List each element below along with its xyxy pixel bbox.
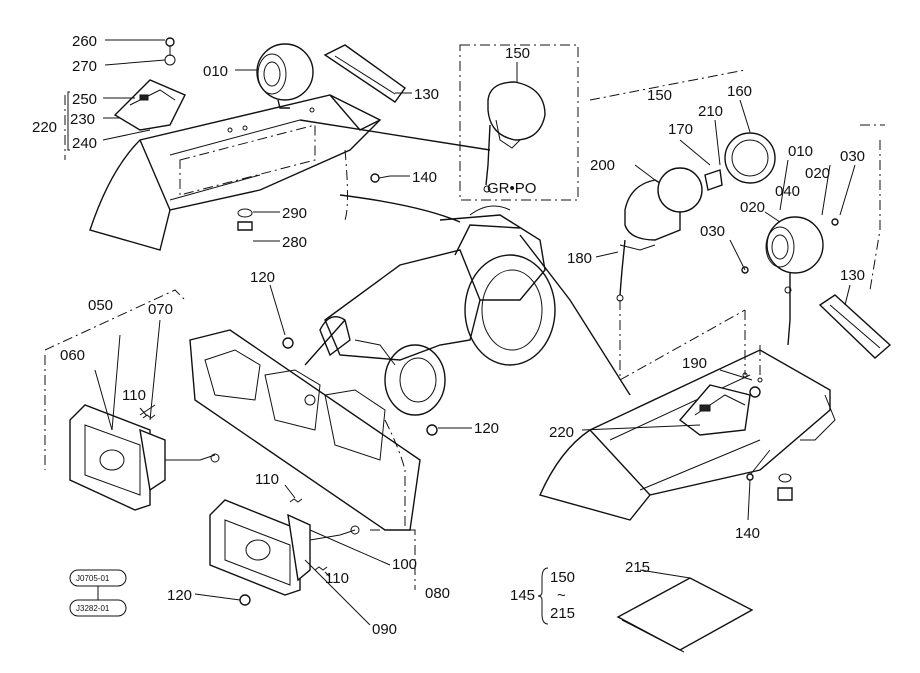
label-170: 170 bbox=[668, 121, 693, 138]
dashdot-right-box bbox=[589, 69, 885, 381]
label-110-middle: 110 bbox=[255, 471, 279, 488]
label-150-grpo: 150 bbox=[505, 45, 530, 62]
reflector-130-upper bbox=[323, 44, 406, 103]
left-fender-assembly bbox=[89, 94, 382, 251]
label-145: 145 bbox=[510, 587, 535, 604]
label-050: 050 bbox=[88, 297, 113, 314]
label-grpo: GR•PO bbox=[487, 180, 536, 197]
label-010-right: 010 bbox=[788, 143, 813, 160]
connection-arrows bbox=[299, 119, 631, 396]
label-200: 200 bbox=[590, 157, 615, 174]
label-120-top: 120 bbox=[250, 269, 275, 286]
label-020-upper: 020 bbox=[805, 165, 830, 182]
part-labels: 260 270 010 130 150 250 230 220 240 140 … bbox=[32, 33, 865, 638]
label-190: 190 bbox=[682, 355, 707, 372]
label-070: 070 bbox=[148, 301, 173, 318]
leader-lines bbox=[94, 39, 856, 626]
reference-codes bbox=[69, 569, 127, 617]
label-220-upper: 220 bbox=[32, 119, 57, 136]
grpo-inset bbox=[459, 44, 579, 201]
label-180: 180 bbox=[567, 250, 592, 267]
label-020-lower: 020 bbox=[740, 199, 765, 216]
label-230: 230 bbox=[70, 111, 95, 128]
lamp-010-right bbox=[741, 216, 839, 346]
label-260: 260 bbox=[72, 33, 97, 50]
label-150-right: 150 bbox=[647, 87, 672, 104]
label-250: 250 bbox=[72, 91, 97, 108]
dashdot-left-box bbox=[44, 95, 416, 590]
manual-215 bbox=[616, 577, 754, 653]
lamp-220-right bbox=[678, 384, 761, 436]
screws-120 bbox=[239, 337, 438, 606]
label-215-manual: 215 bbox=[625, 559, 650, 576]
label-110-lower: 110 bbox=[325, 570, 349, 587]
lamp-150-right bbox=[616, 132, 776, 302]
label-220-right: 220 bbox=[549, 424, 574, 441]
label-130-upper: 130 bbox=[414, 86, 439, 103]
label-040: 040 bbox=[775, 183, 800, 200]
label-080: 080 bbox=[425, 585, 450, 602]
nut-290-280 bbox=[237, 208, 253, 231]
label-290: 290 bbox=[282, 205, 307, 222]
label-030-lower: 030 bbox=[700, 223, 725, 240]
label-240: 240 bbox=[72, 135, 97, 152]
label-100: 100 bbox=[392, 556, 417, 573]
ref-code-2: J3282-01 bbox=[76, 604, 110, 613]
headlamp-080 bbox=[209, 499, 360, 596]
lamp-010-upper-left bbox=[256, 43, 314, 109]
screw-140-upper bbox=[370, 173, 391, 183]
ref-code-1: J0705-01 bbox=[76, 574, 110, 583]
label-215-range: 215 bbox=[550, 605, 575, 622]
label-280: 280 bbox=[282, 234, 307, 251]
label-110-left: 110 bbox=[122, 387, 146, 404]
label-tilde: ~ bbox=[557, 587, 566, 604]
label-120-bottom: 120 bbox=[167, 587, 192, 604]
label-120-middle: 120 bbox=[474, 420, 499, 437]
label-140-right: 140 bbox=[735, 525, 760, 542]
reflector-130-right bbox=[818, 294, 892, 359]
range-bracket-145 bbox=[537, 567, 549, 625]
label-140-upper: 140 bbox=[412, 169, 437, 186]
bracket-220-upper bbox=[67, 91, 70, 151]
right-fender-assembly bbox=[539, 349, 836, 521]
label-030-upper-right: 030 bbox=[840, 148, 865, 165]
screw-nut-140-right bbox=[746, 449, 793, 501]
label-010-upper: 010 bbox=[203, 63, 228, 80]
label-150-range: 150 bbox=[550, 569, 575, 586]
springs-110 bbox=[142, 414, 328, 571]
label-160: 160 bbox=[727, 83, 752, 100]
label-060: 060 bbox=[60, 347, 85, 364]
label-270: 270 bbox=[72, 58, 97, 75]
label-130-right: 130 bbox=[840, 267, 865, 284]
label-090: 090 bbox=[372, 621, 397, 638]
lamp-220-upper bbox=[113, 37, 186, 131]
label-210: 210 bbox=[698, 103, 723, 120]
headlamp-060 bbox=[69, 404, 220, 511]
tractor-body bbox=[319, 205, 556, 416]
